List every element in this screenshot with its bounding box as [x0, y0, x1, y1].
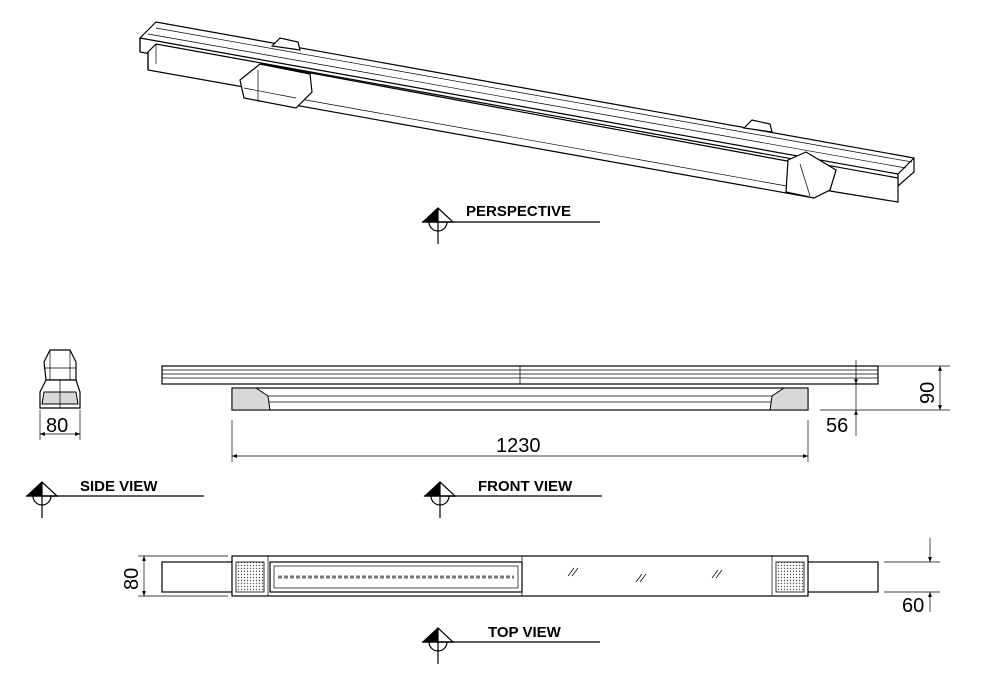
view-reference-marker-icon	[25, 481, 59, 519]
front-body-height-dimension: 56	[826, 415, 848, 437]
view-reference-marker-icon	[423, 481, 457, 519]
top-width-dimension: 80	[121, 568, 143, 590]
front-length-dimension: 1230	[496, 435, 541, 457]
front-total-height-dimension: 90	[917, 382, 939, 404]
side-label-group: SIDE VIEW	[25, 478, 204, 519]
view-reference-marker-icon	[421, 207, 455, 245]
top-view-label: TOP VIEW	[488, 624, 562, 641]
top-track-width-dimension: 60	[902, 595, 924, 617]
front-view: 1230 90 56	[161, 360, 950, 462]
front-label-group: FRONT VIEW	[423, 478, 602, 519]
side-view-label: SIDE VIEW	[80, 478, 158, 495]
perspective-label-group: PERSPECTIVE	[421, 203, 600, 245]
side-view: 80	[39, 349, 81, 440]
front-view-label: FRONT VIEW	[478, 478, 573, 495]
side-width-dimension: 80	[46, 415, 68, 437]
top-view: 80 60	[121, 538, 940, 617]
perspective-view	[139, 21, 915, 203]
top-label-group: TOP VIEW	[421, 624, 600, 665]
view-reference-marker-icon	[421, 627, 455, 665]
perspective-label: PERSPECTIVE	[466, 203, 571, 220]
